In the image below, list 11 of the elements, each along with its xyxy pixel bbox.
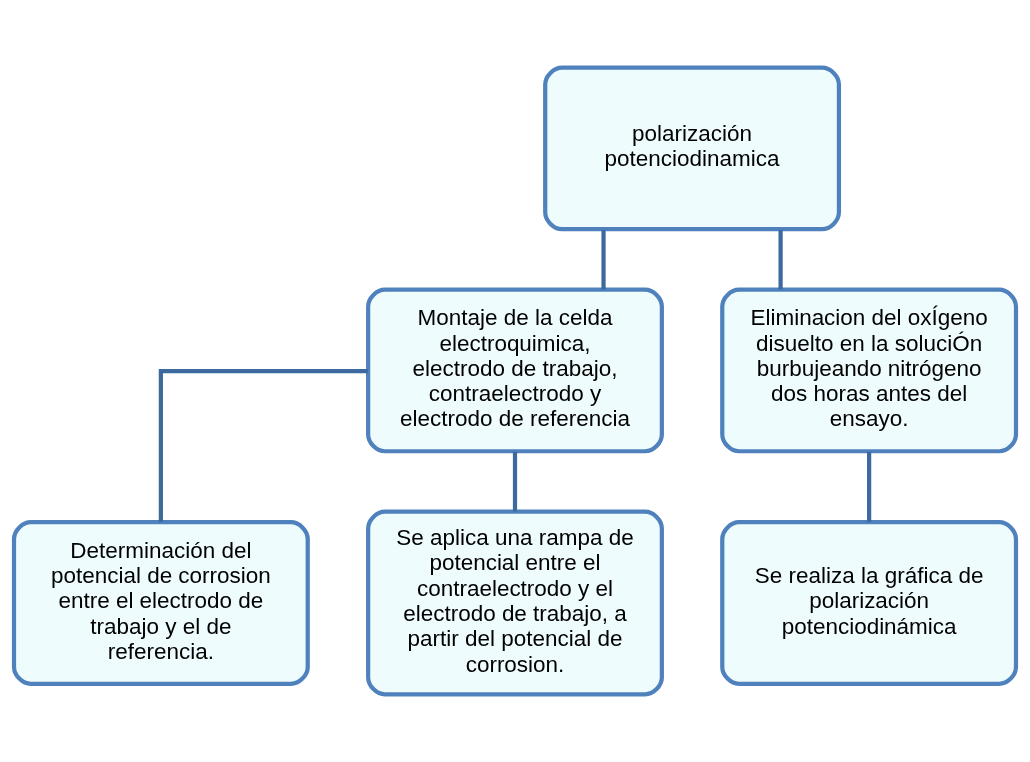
node-box: Se realiza la gráfica de polarización potenciodinámica [720, 520, 1019, 686]
node-box: polarización potenciodinamica [543, 65, 842, 232]
connector [512, 451, 518, 512]
node-box: Eliminacion del oxÍgeno disuelto en la soluciÓn burbujeando nitrógeno dos horas antes del ensayo. [720, 287, 1019, 454]
connector [778, 229, 783, 290]
node-box: Se aplica una rampa de potencial entre el contraelectrodo y el electrodo de trabajo, a partir del potencial de corrosion. [366, 509, 664, 697]
connector [158, 369, 368, 522]
connector [867, 451, 872, 523]
connector [601, 229, 606, 290]
node-box: Determinación del potencial de corrosion entre el electrodo de trabajo y el de referencia. [11, 520, 310, 686]
node-box: Montaje de la celda electroquimica, electrodo de trabajo, contraelectrodo y electrodo de referencia [366, 287, 664, 454]
